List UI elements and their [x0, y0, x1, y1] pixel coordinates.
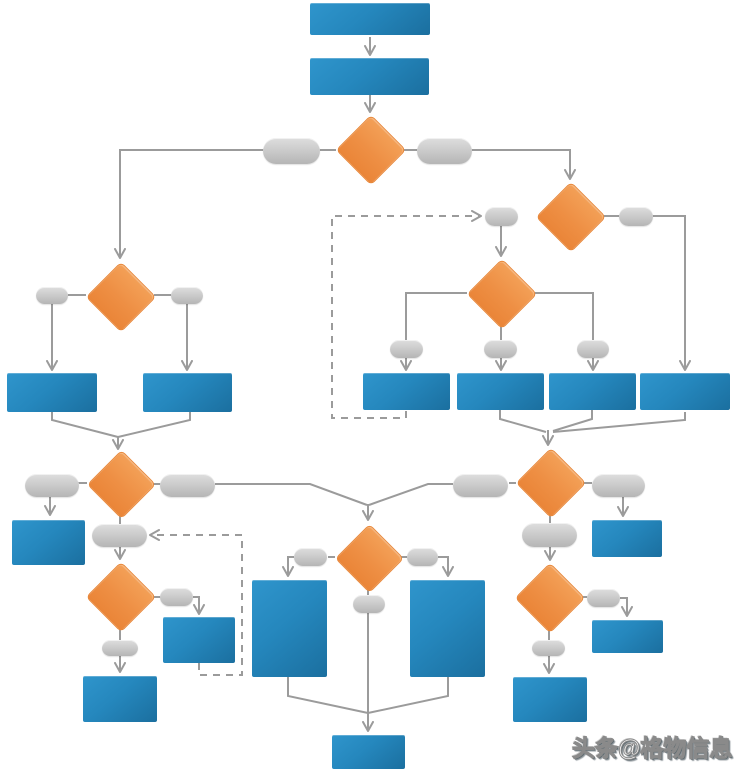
connector-midright-1: [390, 340, 423, 358]
connector-left1-right: [171, 287, 203, 304]
connector-left3-right: [160, 588, 193, 606]
process-mid-1: [363, 373, 450, 410]
edge-tall-left-merge: [287, 677, 369, 714]
connector-left2-bottom: [92, 524, 147, 547]
connector-right2-bottom: [532, 640, 565, 656]
connector-top-right: [417, 138, 472, 164]
process-right-2: [592, 620, 663, 653]
edge-left2-to-center: [215, 483, 368, 506]
process-mid-2: [457, 373, 544, 410]
process-mid-3: [549, 373, 636, 410]
edge-tall-right-merge: [367, 677, 449, 714]
edge-leftb-merge: [117, 412, 191, 438]
process-top-2: [310, 58, 429, 95]
connector-right1-right: [592, 474, 645, 497]
connector-left1-left: [36, 287, 68, 304]
process-left-3: [163, 617, 235, 663]
edge-right2-right-drop: [620, 597, 633, 617]
edge-mid4-merge: [552, 412, 686, 433]
watermark-text: 头条@格物信息: [572, 735, 733, 762]
edge-midright-right: [535, 292, 594, 341]
connector-upperright-right: [619, 207, 653, 226]
edge-mid3-merge: [552, 410, 593, 432]
connector-left2-right: [160, 474, 215, 497]
connector-upperright-left: [485, 207, 518, 226]
process-left-a: [7, 373, 97, 412]
process-center-tall-right: [410, 580, 485, 677]
process-right-3: [513, 677, 587, 722]
edge-center-right-drop: [438, 556, 454, 577]
process-center-bottom: [332, 735, 405, 769]
edge-right1-to-center: [368, 483, 453, 506]
edge-left3-right-drop: [193, 596, 205, 615]
connector-midright-2: [484, 340, 517, 358]
process-right-1: [592, 520, 662, 557]
connector-top-left: [263, 138, 320, 164]
edge-lefta-merge: [51, 412, 119, 438]
process-left-b: [143, 373, 232, 412]
connector-right1-left: [453, 474, 508, 497]
process-left-4: [83, 676, 157, 722]
connector-center-right: [407, 548, 438, 566]
process-left-2: [12, 520, 85, 565]
connector-left2-left: [25, 474, 79, 497]
edge-mid2-merge: [499, 410, 547, 433]
connector-right1-bottom: [522, 523, 577, 547]
edge-left-loop: [149, 529, 243, 676]
edge-upperright-right: [604, 215, 691, 371]
connector-left3-bottom: [102, 640, 138, 656]
connector-center-bottom: [353, 595, 385, 613]
connector-midright-3: [577, 340, 609, 358]
process-mid-4: [640, 373, 730, 410]
process-top-1: [310, 3, 430, 35]
edge-midright-left: [405, 292, 467, 341]
edge-right-loop: [331, 210, 482, 419]
connector-right2-right: [587, 589, 620, 607]
connector-center-left: [294, 548, 327, 566]
edge-top-left-branch: [114, 149, 336, 259]
process-center-tall-left: [252, 580, 327, 677]
edge-center-left-drop: [282, 556, 294, 577]
